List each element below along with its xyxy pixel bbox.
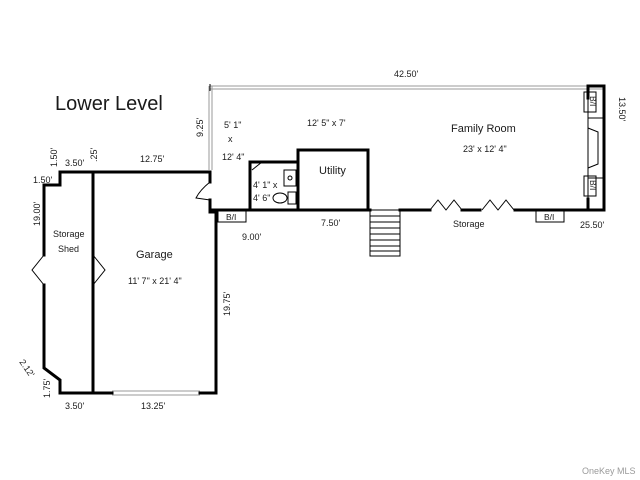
dim-shed-top: 3.50'	[65, 158, 85, 168]
utility-label: Utility	[319, 165, 346, 177]
dim-garage-top: 12.75'	[140, 154, 165, 164]
garage-door	[112, 390, 200, 396]
builtin-label-2: B/I	[544, 212, 554, 222]
dim-shed-notch-v: 1.50'	[49, 147, 59, 167]
garage-label: Garage	[136, 249, 173, 261]
top-window-wall	[209, 84, 603, 91]
small-room-size-3: 12' 4"	[222, 152, 244, 162]
stairs	[369, 209, 401, 257]
dim-shed-height: 19.00'	[32, 201, 42, 226]
plan-title: Lower Level	[55, 93, 163, 115]
sink-icon	[283, 169, 297, 187]
builtin-label-4: B/I	[588, 180, 598, 190]
shed-walls	[42, 170, 95, 257]
dim-stub: 9.00'	[242, 232, 262, 242]
family-room-label: Family Room	[451, 123, 516, 135]
bath-door-swing	[251, 161, 263, 171]
watermark: OneKey MLS	[582, 466, 636, 476]
shed-label-1: Storage	[53, 229, 85, 239]
dim-right-top: 13.50'	[617, 97, 627, 122]
builtin-label-3: B/I	[588, 96, 598, 106]
dim-shed-low: 1.75'	[42, 378, 52, 398]
builtin-box	[217, 209, 247, 223]
dim-top: 42.50'	[394, 69, 419, 79]
shed-door	[31, 254, 106, 286]
dim-right-bottom: 25.50'	[580, 220, 605, 230]
garage-walls	[91, 170, 212, 184]
dim-garage-bottom: 13.25'	[141, 401, 166, 411]
storage-door-right	[481, 199, 515, 211]
builtin-label-1: B/I	[226, 212, 236, 222]
bath-walls	[248, 160, 300, 212]
shed-label-2: Shed	[58, 244, 79, 254]
dim-shed-notch-h: 1.50'	[33, 175, 53, 185]
small-room-size-1: 5' 1"	[224, 120, 241, 130]
dim-quarter: .25'	[89, 147, 99, 162]
small-room-size-2: x	[228, 134, 233, 144]
utility-walls	[296, 148, 370, 212]
builtin-box	[583, 91, 597, 113]
dim-left-house: 9.25'	[195, 117, 205, 137]
garage-entry-door	[195, 181, 211, 201]
bath-size-1: 4' 1" x	[253, 180, 278, 190]
builtin-box	[583, 175, 597, 197]
garage-size: 11' 7" x 21' 4"	[128, 276, 182, 286]
fireplace	[587, 117, 605, 179]
left-window-wall	[208, 86, 213, 170]
dim-middle: 7.50'	[321, 218, 341, 228]
dim-shed-bottom: 3.50'	[65, 401, 85, 411]
storage-door-left	[429, 199, 463, 211]
dim-garage-right: 19.75'	[222, 291, 232, 316]
dim-diag: 2.12'	[17, 357, 36, 379]
toilet-icon	[272, 191, 297, 205]
hall-size: 12' 5" x 7'	[307, 118, 346, 128]
bath-size-2: 4' 6"	[253, 193, 270, 203]
storage-label: Storage	[453, 219, 485, 229]
builtin-box	[535, 209, 565, 223]
family-room-size: 23' x 12' 4"	[463, 144, 507, 154]
